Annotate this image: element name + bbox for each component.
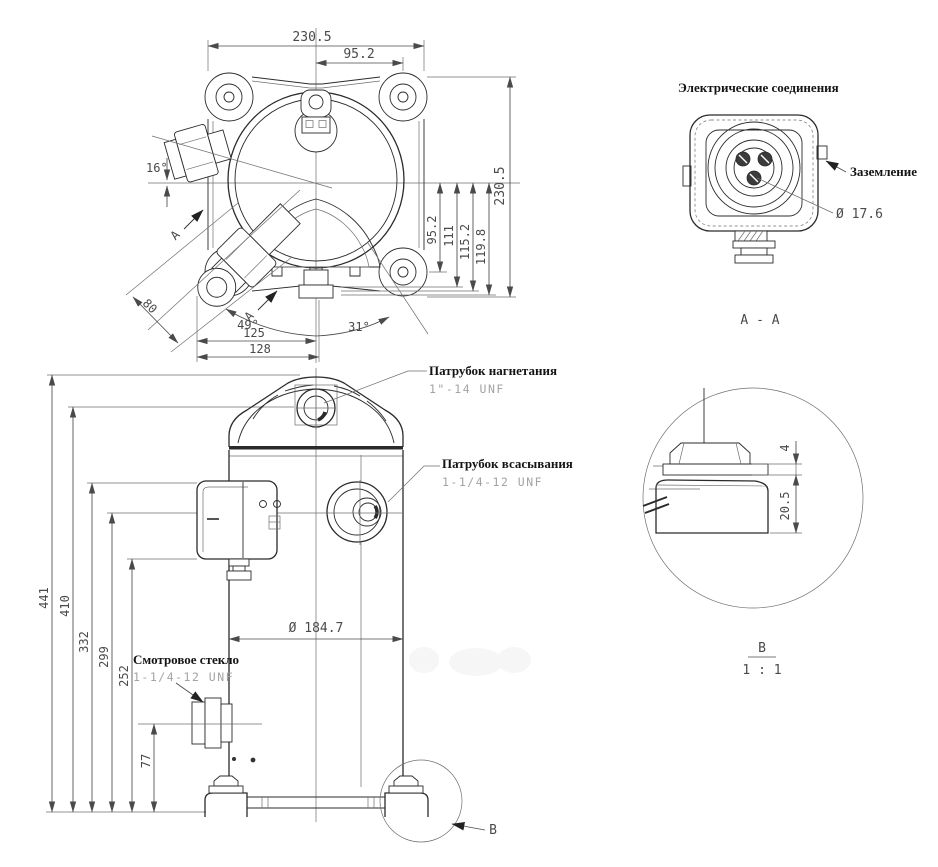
dim-height-299: 299 — [97, 646, 111, 668]
discharge-label: Патрубок нагнетания — [429, 363, 557, 378]
top-view-dimensions: 230.5 95.2 230.5 95.2 111 115.2 119.8 — [125, 30, 516, 362]
dim-height-332: 332 — [77, 631, 91, 653]
detail-b-dimensions: 4 20.5 — [752, 441, 802, 534]
ground-tab — [816, 145, 828, 160]
suction-thread: 1-1/4-12 UNF — [442, 475, 543, 489]
connector-stub — [732, 230, 776, 264]
port-labels: Патрубок нагнетания 1"-14 UNF Патрубок в… — [133, 363, 573, 703]
angle-31-line — [367, 242, 429, 335]
connector-ring-3 — [725, 139, 783, 197]
dim-125: 125 — [243, 326, 265, 340]
suction-fitting-top-view — [197, 203, 301, 307]
discharge-fitting-front — [294, 384, 338, 430]
watermark-blobs — [409, 647, 531, 676]
dim-foot: 20.5 — [778, 492, 792, 521]
suction-leader — [387, 465, 440, 503]
sight-glass-label: Смотровое стекло — [133, 652, 239, 667]
detail-b-view: 4 20.5 B 1 : 1 — [642, 387, 864, 678]
left-foot — [204, 792, 248, 817]
dim-height-441: 441 — [37, 587, 51, 609]
dim-height-77: 77 — [139, 754, 153, 768]
detail-b-circle — [642, 387, 864, 609]
dim-diag: 80 — [140, 296, 160, 316]
height-dimensions: 441 410 332 299 252 77 — [37, 374, 158, 813]
cap-weld-seam — [229, 446, 403, 450]
housing-tab-left — [682, 165, 692, 187]
connector-ring-2 — [714, 128, 794, 208]
connector-ring-1 — [707, 121, 801, 215]
suction-axis-line — [147, 189, 301, 331]
angle-sight-label: 16° — [146, 161, 168, 175]
dim-v3: 115.2 — [458, 224, 472, 260]
discharge-thread: 1"-14 UNF — [429, 382, 505, 396]
ground-label: Заземление — [850, 164, 917, 179]
detail-b-scale: 1 : 1 — [742, 663, 781, 678]
front-view: B Ø 184.7 441 410 332 299 252 77 Патрубо… — [37, 363, 573, 843]
sight-axis-line — [151, 135, 333, 189]
electrical-view: Электрические соединения — [678, 80, 917, 328]
dim-128: 128 — [249, 342, 271, 356]
dim-v1: 95.2 — [425, 216, 439, 245]
lug-bottom-right — [378, 247, 428, 297]
connector-dia-label: Ø 17.6 — [836, 207, 883, 222]
lug-top-right — [378, 72, 428, 122]
terminal-box — [196, 480, 281, 581]
connector-housing-teeth — [694, 119, 814, 227]
sight-glass-thread: 1-1/4-12 UNF — [133, 670, 234, 684]
terminal-bracket-top-view — [294, 89, 338, 153]
sight-glass-fitting-top-view — [163, 124, 232, 183]
body-hole-1 — [232, 757, 236, 761]
angle-31-label: 31° — [348, 320, 370, 334]
dim-width-half: 95.2 — [343, 47, 374, 62]
dim-v2: 111 — [442, 225, 456, 247]
detail-b-mark: B — [489, 823, 497, 838]
detail-foot-body — [655, 479, 769, 534]
section-mark-a1: A — [168, 227, 184, 243]
dim-v4: 119.8 — [474, 229, 488, 265]
discharge-stub-top-view — [298, 269, 334, 299]
connector-ring-4 — [733, 147, 775, 189]
body-hole-2 — [250, 757, 256, 763]
dia-leader — [756, 177, 834, 214]
detail-washer — [662, 463, 769, 476]
detail-grommet — [669, 442, 751, 465]
detail-b-callout-circle — [379, 759, 463, 843]
electrical-title: Электрические соединения — [678, 80, 839, 95]
height-extension-lines — [46, 374, 300, 813]
angle-49-label: 49° — [237, 318, 259, 332]
dia-body-label: Ø 184.7 — [289, 621, 344, 636]
ground-leader — [825, 160, 847, 173]
top-view: 230.5 95.2 230.5 95.2 111 115.2 119.8 — [125, 28, 520, 363]
dim-washer: 4 — [778, 444, 792, 451]
suction-fitting-front — [326, 481, 388, 543]
mounting-feet — [204, 775, 429, 817]
connector-housing-inner — [705, 129, 803, 217]
dim-height-410: 410 — [58, 595, 72, 617]
dim-height-252: 252 — [117, 665, 131, 687]
sight-glass-leader — [175, 682, 204, 703]
terminal-screw-1 — [259, 500, 267, 508]
right-foot — [384, 792, 429, 817]
suction-label: Патрубок всасывания — [442, 456, 573, 471]
lug-top-left — [204, 72, 254, 122]
detail-b-leader — [451, 821, 486, 831]
dim-width-total: 230.5 — [292, 30, 331, 45]
dim-height-total: 230.5 — [493, 166, 508, 205]
terminal-pins — [735, 151, 773, 186]
detail-b-label: B — [758, 641, 766, 656]
terminal-screw-2 — [273, 500, 281, 508]
cable-gland — [228, 558, 250, 567]
section-a-a-label: A - A — [740, 313, 779, 328]
discharge-leader — [323, 370, 427, 404]
sight-glass-front — [191, 697, 233, 749]
